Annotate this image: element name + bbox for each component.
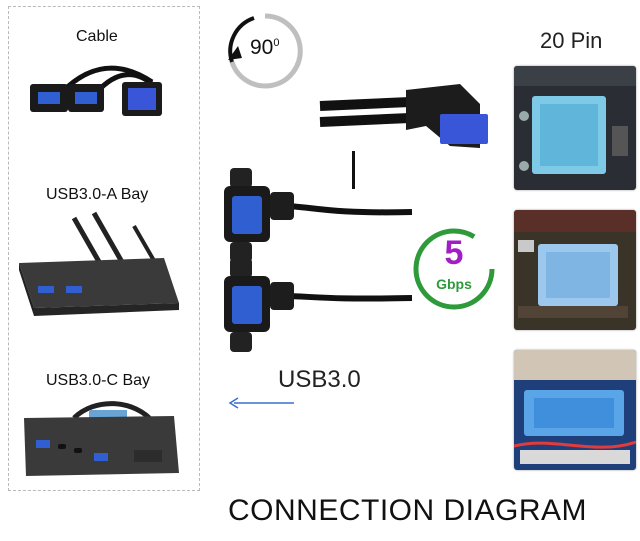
cable-image bbox=[30, 65, 162, 116]
usb-label: USB3.0 bbox=[278, 366, 361, 393]
a-bay-image bbox=[19, 211, 179, 316]
rotation-superscript: 0 bbox=[273, 37, 280, 49]
pin-label: 20 Pin bbox=[540, 28, 603, 53]
header-connector-image bbox=[319, 84, 488, 148]
cable-label: Cable bbox=[76, 28, 118, 45]
motherboard-header-photo-2 bbox=[514, 210, 636, 330]
product-options-panel bbox=[8, 6, 200, 491]
speed-unit: Gbps bbox=[436, 276, 472, 292]
c-bay-image bbox=[24, 401, 179, 476]
rotate-90-icon bbox=[228, 13, 303, 89]
speed-number: 5 bbox=[444, 234, 464, 272]
speed-badge: 5 Gbps bbox=[411, 226, 497, 312]
a-bay-label: USB3.0-A Bay bbox=[46, 186, 149, 203]
motherboard-header-photo-1 bbox=[514, 66, 636, 190]
rotation-label: 900 bbox=[250, 36, 279, 60]
speed-ring-icon bbox=[413, 228, 495, 310]
rotation-degrees: 90 bbox=[250, 36, 274, 59]
page-title: CONNECTION DIAGRAM bbox=[228, 494, 588, 527]
motherboard-header-photo-3 bbox=[514, 350, 636, 470]
arrow-left-icon bbox=[228, 397, 294, 409]
c-bay-label: USB3.0-C Bay bbox=[46, 372, 151, 389]
divider-mark bbox=[352, 151, 355, 189]
usb-ports-image bbox=[224, 168, 413, 352]
